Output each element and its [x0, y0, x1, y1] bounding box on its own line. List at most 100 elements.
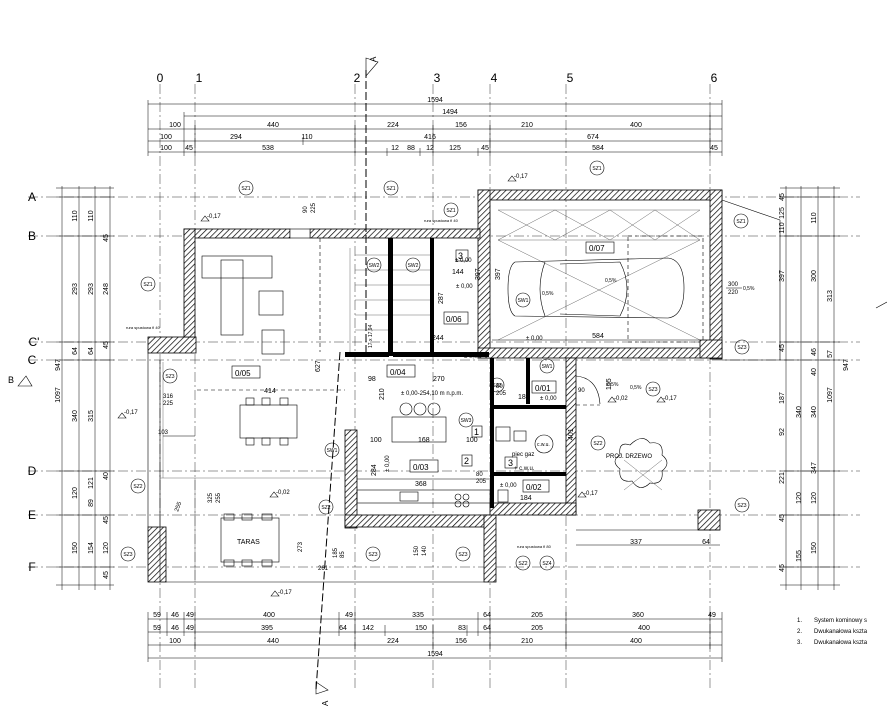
dim-right-c2-0: 110 [811, 212, 818, 223]
note-roof-top: rura spustowa fi 40 [424, 218, 459, 223]
tag-sz3-f: SZ3 [123, 552, 132, 558]
room-number-kitchen: 0/03 [413, 463, 429, 472]
dim-kitchen-168: 168 [418, 437, 430, 444]
dim-left-c4-5: 120 [103, 542, 110, 554]
tag-sz1-a: SZ1 [241, 186, 250, 192]
dim-window-225b: 225 [311, 202, 317, 213]
dim-garage-220: 220 [728, 290, 739, 296]
dim-right-c1-0: 45 [779, 193, 786, 201]
marker-2: 2 [464, 456, 469, 466]
dim-left-c2-4: 120 [72, 487, 79, 499]
ext-slope-2: 0,5% [630, 385, 642, 391]
dim-bot-r2-0: 59 [153, 625, 161, 632]
dim-left-c3-0: 110 [88, 210, 95, 221]
tag-sw1-b: SW1 [327, 448, 338, 454]
dim-wc-401: 401 [568, 428, 575, 440]
dim-left-c3-5: 89 [88, 499, 95, 507]
dim-boiler-90: 90 [578, 388, 585, 394]
dim-exterior-337: 337 [630, 539, 642, 546]
dim-right-c1-6: 92 [779, 428, 786, 436]
tag-sz3-h: SZ3 [458, 552, 467, 558]
dim-top-r3-0: 100 [169, 122, 181, 129]
axis-label-v3: 3 [434, 71, 441, 85]
dim-right-c1-5: 187 [779, 392, 786, 404]
dim-right-c1-2: 110 [779, 222, 786, 233]
note-3-num: 3. [797, 640, 802, 646]
dim-bot-r3-3: 156 [455, 638, 467, 645]
dim-bot-r3-0: 100 [169, 638, 181, 645]
dim-right-c1-4: 45 [779, 344, 786, 352]
ext-slope-1: 0,5% [607, 382, 619, 388]
dim-top-r3-2: 224 [387, 122, 399, 129]
dim-bot-r1-2: 49 [186, 612, 194, 619]
dim-bot-r1-6: 64 [483, 612, 491, 619]
note-2-text: Dwukanałowa kszta [814, 629, 868, 635]
dim-top-r5-0: 100 [160, 145, 172, 152]
dim-top-r4-4: 674 [587, 134, 599, 141]
dim-bot-r3-5: 400 [630, 638, 642, 645]
dim-right-c1-1: 125 [779, 207, 786, 219]
exterior-right: 337 64 PROJ. DRZEWO 0,5% 0,5% [575, 199, 781, 546]
tag-sw1-a: SW1 [518, 298, 529, 304]
room-number-wc: 0/02 [526, 483, 542, 492]
axis-label-hD: D [28, 464, 37, 478]
right-dimension-chains: 45 125 110 397 45 187 92 340 221 45 120 … [779, 186, 850, 590]
level-left-upper: -0,17 [207, 214, 221, 220]
dim-living-627: 627 [315, 360, 322, 372]
dim-garage-397: 397 [495, 268, 502, 280]
dim-top-r5-1: 45 [185, 145, 193, 152]
terrace-label: TARAS [237, 539, 260, 546]
dim-left-c2-3: 340 [72, 410, 79, 422]
dim-right-c1-12: 155 [796, 550, 803, 562]
cwu-label: c.w.u. [537, 442, 550, 448]
tag-sz3-g: SZ3 [368, 552, 377, 558]
dim-bot-r2-8: 64 [483, 625, 491, 632]
dim-living-414: 414 [264, 388, 276, 395]
boiler-label-1: piec gaz [512, 452, 534, 458]
dim-bot-r3-2: 224 [387, 638, 399, 645]
dim-top-r3-4: 210 [521, 122, 533, 129]
dim-window-225: 225 [163, 401, 174, 407]
terrace-area: TARAS [147, 336, 484, 583]
tag-sz3-a: SZ3 [492, 383, 501, 389]
dim-exterior-64: 64 [702, 539, 710, 546]
level-bottom: -0,17 [278, 590, 292, 596]
bottom-dimension-chains: 59 46 49 400 49 335 64 205 360 49 59 46 … [147, 612, 723, 662]
dim-top-r5-6: 125 [449, 145, 461, 152]
level-left-middle: -0,17 [124, 410, 138, 416]
dim-kitchen-100: 100 [370, 437, 382, 444]
dim-pantry-287: 287 [438, 292, 445, 304]
dim-right-c2-1: 300 [811, 270, 818, 282]
tag-sz1-c: SZ1 [592, 166, 601, 172]
axis-label-hF: F [28, 560, 35, 574]
dim-left-c2-1: 293 [72, 283, 79, 295]
axis-label-hE: E [28, 508, 36, 522]
dim-boiler-184: 184 [518, 394, 530, 401]
axis-label-v2: 2 [354, 71, 361, 85]
dim-right-c2-6: 120 [811, 492, 818, 504]
marker-1: 1 [474, 427, 479, 437]
dim-left-c3-3: 315 [88, 410, 95, 422]
dim-window-150: 150 [414, 545, 420, 556]
room-number-living: 0/05 [235, 369, 251, 378]
dim-right-c3-2: 1097 [827, 387, 834, 403]
level-zero-garage: ± 0,00 [526, 336, 543, 342]
stair-area-label: ± 0,00-254,10 m n.p.m. [401, 391, 463, 397]
tag-sw1-c: SW1 [542, 364, 553, 370]
dim-top-total: 1594 [427, 97, 443, 104]
section-line-a: A A B [8, 56, 887, 706]
dim-right-c1-7: 340 [796, 406, 803, 418]
dim-bot-r2-6: 150 [415, 625, 427, 632]
dim-right-c2-4: 340 [811, 406, 818, 418]
dim-bot-r2-4: 64 [339, 625, 347, 632]
dim-left-c3-6: 154 [88, 542, 95, 554]
dim-kitchen-284: 284 [371, 464, 378, 476]
dim-pantry-397: 397 [475, 268, 482, 280]
dim-window-185: 185 [333, 547, 339, 558]
tag-sz1-e: SZ1 [736, 219, 745, 225]
stair-hall-zone: 17 x 17,94 0/04 98 270 210 0/06 144 287 … [349, 248, 482, 416]
living-room: 0/05 414 627 316 225 103 [158, 228, 345, 446]
dim-hall-270: 270 [433, 376, 445, 383]
dim-top-inner: 1494 [442, 109, 458, 116]
dim-bot-r2-2: 49 [186, 625, 194, 632]
